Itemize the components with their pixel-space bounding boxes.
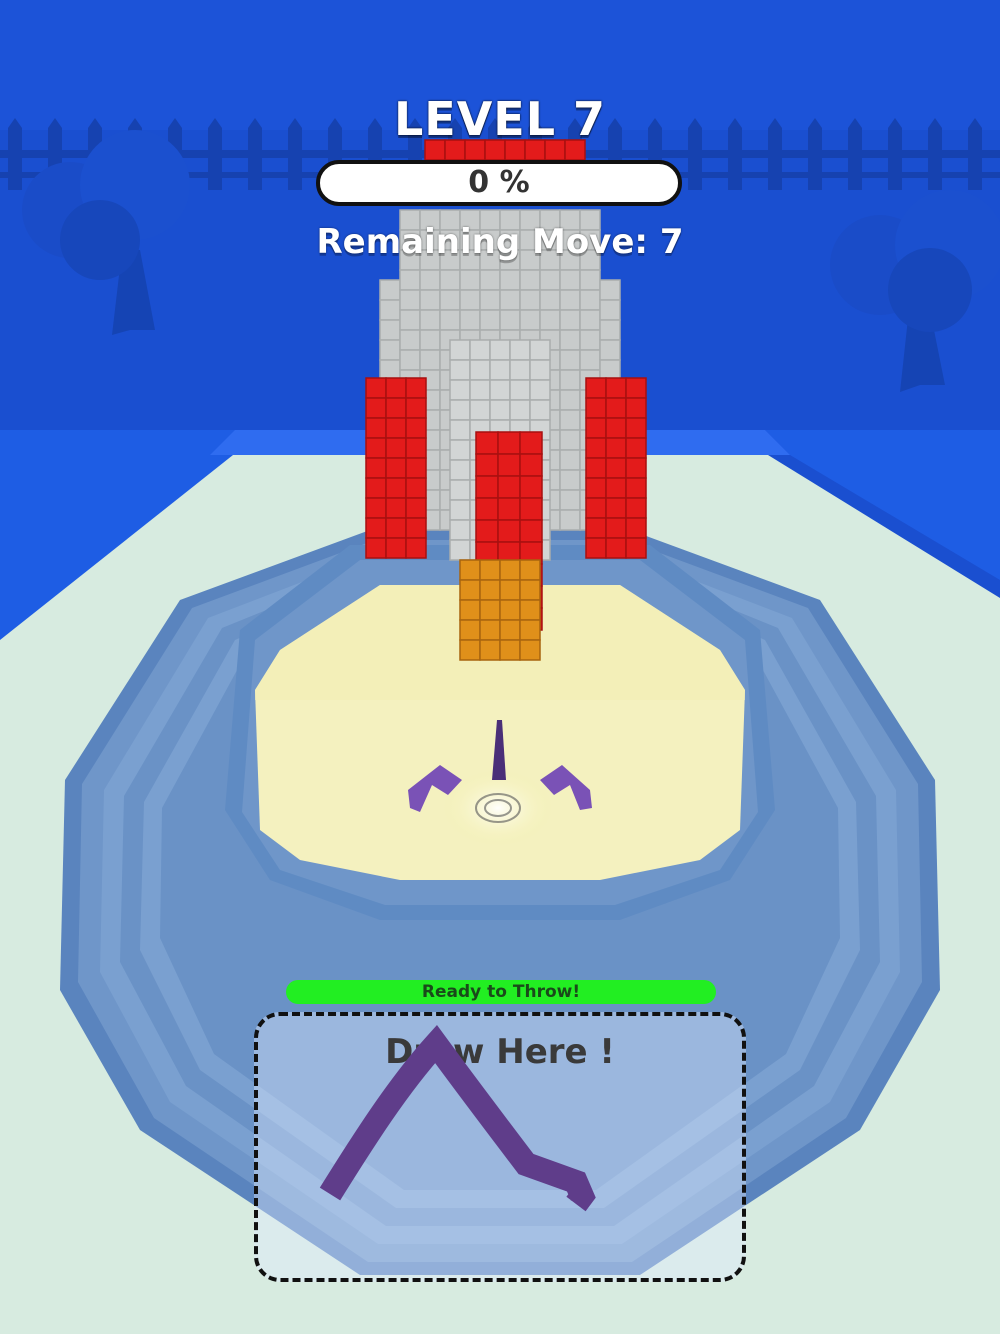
wall-left — [0, 430, 235, 640]
wall-right — [765, 430, 1000, 580]
level-progress-bar: 0 % — [316, 160, 682, 206]
progress-label: 0 % — [468, 165, 530, 200]
rocket-block-target — [365, 139, 647, 661]
arena — [60, 530, 940, 1275]
draw-area[interactable]: Draw Here ! — [254, 1012, 746, 1282]
remaining-moves-label: Remaining Move: 7 — [316, 222, 684, 262]
throw-status-bar: Ready to Throw! — [286, 980, 716, 1004]
drawn-boomerang-stroke — [319, 1025, 596, 1212]
tree-left — [22, 130, 190, 335]
tree-right — [830, 190, 1000, 392]
level-title: LEVEL 7 — [393, 92, 607, 146]
boomerang-icon — [408, 720, 592, 846]
